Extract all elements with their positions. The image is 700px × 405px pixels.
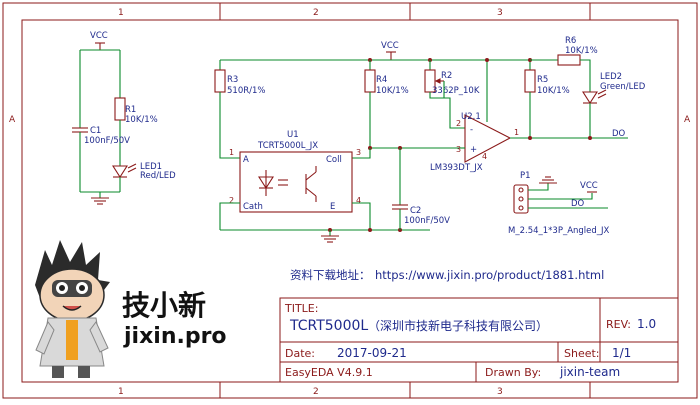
c2-ref: C2 (410, 206, 421, 216)
vcc-right-label: VCC (580, 181, 598, 191)
rev-value: 1.0 (637, 317, 656, 331)
frame-row-a-right: A (684, 115, 691, 125)
u21-comparator (464, 114, 512, 163)
vcc-mid-label: VCC (381, 41, 399, 51)
u1-pin3: 3 (356, 148, 361, 157)
frame-col-1-bottom: 1 (118, 387, 124, 397)
frame-col-1-top: 1 (118, 8, 124, 18)
r2-value: 3362P_10K (432, 86, 480, 96)
c1-value: 100nF/50V (84, 136, 130, 146)
r4-value: 10K/1% (376, 86, 409, 96)
frame-col-2-top: 2 (313, 8, 319, 18)
u21-minus: - (470, 125, 473, 135)
u1-pin2: 2 (229, 196, 234, 205)
drawn-value: jixin-team (559, 365, 620, 379)
jixin-mascot-logo (35, 240, 110, 378)
u21-ref: U2.1 (461, 112, 481, 122)
frame-row-a-left: A (9, 115, 16, 125)
p1-connector (513, 184, 529, 214)
net-do-connector: DO (571, 199, 585, 209)
r1-resistor (114, 97, 126, 121)
download-url[interactable]: https://www.jixin.pro/product/1881.html (375, 268, 604, 282)
ground-icon (91, 197, 109, 205)
u1-value: TCRT5000L_JX (257, 141, 318, 151)
u21-plus: + (470, 145, 477, 155)
u21-pin3: 3 (456, 145, 461, 154)
u1-pin-e: E (330, 202, 335, 212)
tool-version: EasyEDA V4.9.1 (285, 366, 373, 379)
u1-pin1: 1 (229, 148, 234, 157)
frame-col-2-bottom: 2 (313, 387, 319, 397)
download-link: 资料下载地址： https://www.jixin.pro/product/18… (290, 268, 604, 282)
led2-ref: LED2 (600, 72, 622, 82)
sheet-value: 1/1 (612, 346, 631, 360)
frame-col-3-top: 3 (497, 8, 503, 18)
u1-tcrt5000-sensor (239, 151, 353, 213)
r1-ref: R1 (125, 105, 136, 115)
net-do-output: DO (612, 129, 626, 139)
date-label: Date: (285, 347, 315, 360)
r5-resistor (524, 69, 536, 93)
u1-pin-cath: Cath (243, 202, 263, 212)
title-label: TITLE: (284, 302, 318, 315)
u21-pin1: 1 (514, 128, 519, 137)
title-block: TITLE: TCRT5000L （深圳市技新电子科技有限公司） REV: 1.… (279, 297, 679, 383)
company-name: （深圳市技新电子科技有限公司） (368, 318, 548, 333)
p1-ref: P1 (520, 171, 531, 181)
led1-symbol (111, 165, 129, 179)
c1-ref: C1 (90, 126, 101, 136)
rev-label: REV: (606, 318, 631, 331)
sensor-circuit: VCC R3 510R/1% R4 10K/1% R2 3362P_10K U1 (214, 41, 530, 243)
r5-ref: R5 (537, 75, 548, 85)
c2-value: 100nF/50V (404, 216, 450, 226)
sheet-label: Sheet: (564, 347, 600, 360)
led1-value: Red/LED (140, 171, 176, 181)
ground-icon-center (321, 235, 339, 243)
date-value: 2017-09-21 (337, 346, 407, 360)
led1-ref: LED1 (140, 162, 162, 172)
r1-value: 10K/1% (125, 115, 158, 125)
frame-col-3-bottom: 3 (497, 387, 503, 397)
r6-ref: R6 (565, 36, 576, 46)
r5-value: 10K/1% (537, 86, 570, 96)
led2-symbol (581, 91, 599, 105)
u21-pin2: 2 (456, 119, 461, 128)
output-circuit: R5 10K/1% DO R6 10K/1% LED2 Green/LED P1… (508, 36, 646, 236)
title-value: TCRT5000L (289, 318, 368, 334)
r4-resistor (364, 69, 376, 93)
ground-icon-right (539, 176, 557, 184)
download-label: 资料下载地址： (290, 268, 371, 282)
r2-ref: R2 (441, 71, 452, 81)
u1-pin-coll: Coll (326, 155, 342, 165)
brand-en: jixin.pro (123, 324, 227, 349)
led2-value: Green/LED (600, 82, 646, 92)
r6-value: 10K/1% (565, 46, 598, 56)
r3-value: 510R/1% (227, 86, 265, 96)
r3-ref: R3 (227, 75, 238, 85)
u1-pin4: 4 (356, 196, 361, 205)
power-led-circuit: VCC R1 10K/1% C1 100nF/50V LED1 Red/LED (72, 31, 176, 205)
u21-value: LM393DT_JX (430, 163, 483, 173)
r6-resistor (557, 54, 581, 66)
u1-pin-a: A (243, 155, 249, 165)
u21-pin4: 4 (482, 152, 487, 161)
r3-resistor (214, 69, 226, 93)
u1-phototransistor-icon (305, 166, 317, 202)
u1-ref: U1 (287, 130, 299, 140)
brand-cn: 技小新 (122, 289, 206, 322)
vcc-left-label: VCC (90, 31, 108, 41)
r4-ref: R4 (376, 75, 387, 85)
drawn-label: Drawn By: (485, 366, 541, 379)
p1-value: M_2.54_1*3P_Angled_JX (508, 226, 610, 236)
